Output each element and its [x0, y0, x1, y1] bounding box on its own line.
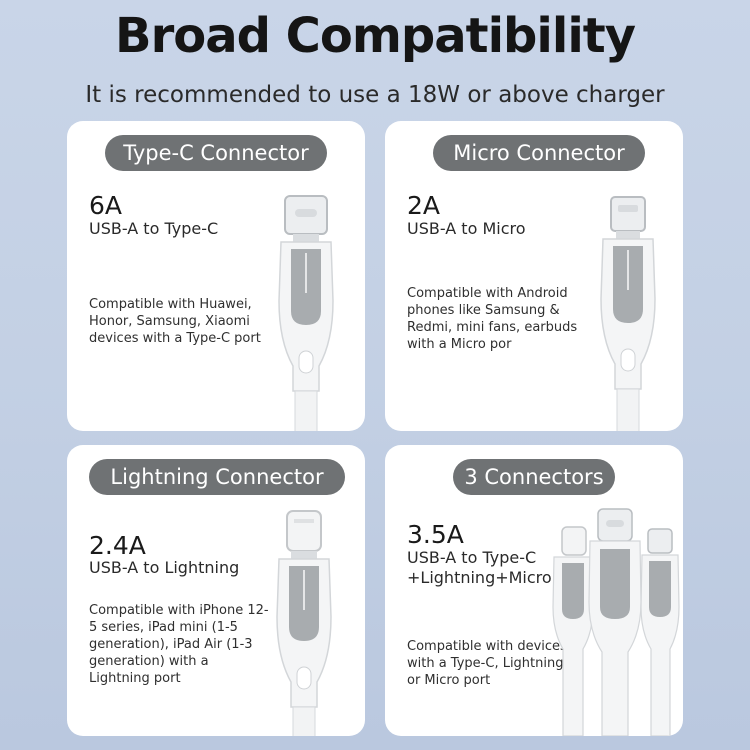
- connector-badge: Micro Connector: [433, 135, 645, 171]
- current-rating: 2A: [407, 191, 441, 220]
- card-type-c: Type-C Connector 6A USB-A to Type-C Comp…: [67, 121, 365, 431]
- lightning-head-icon: [552, 526, 594, 736]
- card-lightning: Lightning Connector 2.4A USB-A to Lightn…: [67, 445, 365, 736]
- current-rating: 3.5A: [407, 520, 464, 549]
- current-rating: 6A: [89, 191, 123, 220]
- type-c-cable-image: [278, 195, 334, 431]
- cable-model: USB-A to Type-C +Lightning+Micro: [407, 548, 552, 587]
- cable-model: USB-A to Micro: [407, 219, 526, 238]
- type-c-head-icon: [588, 508, 642, 736]
- lightning-cable-image: [276, 510, 332, 736]
- card-3-connectors: 3 Connectors 3.5A USB-A to Type-C +Light…: [385, 445, 683, 736]
- connector-badge: Lightning Connector: [89, 459, 345, 495]
- micro-head-icon: [640, 528, 680, 736]
- compatibility-text: Compatible with iPhone 12-5 series, iPad…: [89, 603, 269, 686]
- page-title: Broad Compatibility: [114, 8, 636, 64]
- compatibility-text: Compatible with Android phones like Sams…: [407, 286, 578, 352]
- compatibility-text: Compatible with devices with a Type-C, L…: [407, 639, 567, 688]
- compatibility-text: Compatible with Huawei, Honor, Samsung, …: [89, 297, 261, 346]
- micro-cable-image: [600, 196, 656, 431]
- connector-badge: Type-C Connector: [105, 135, 327, 171]
- three-in-one-cable-image: [552, 508, 680, 736]
- card-micro: Micro Connector 2A USB-A to Micro Compat…: [385, 121, 683, 431]
- current-rating: 2.4A: [89, 531, 146, 560]
- page-subtitle: It is recommended to use a 18W or above …: [85, 82, 665, 108]
- cable-model: USB-A to Type-C: [89, 219, 219, 238]
- connector-badge: 3 Connectors: [453, 459, 615, 495]
- cable-model: USB-A to Lightning: [89, 558, 240, 577]
